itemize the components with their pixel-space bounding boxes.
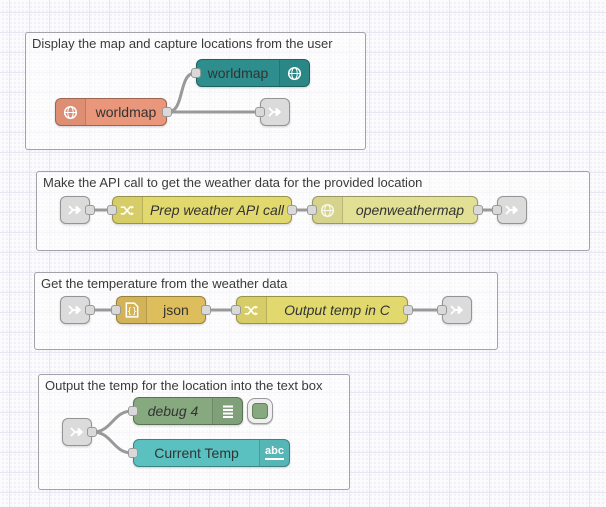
abc-text-icon: abc bbox=[259, 440, 289, 466]
output-port[interactable] bbox=[403, 305, 413, 315]
output-port[interactable] bbox=[162, 107, 172, 117]
group-title: Display the map and capture locations fr… bbox=[32, 36, 333, 51]
wire[interactable] bbox=[91, 430, 134, 455]
node-debug[interactable]: debug 4 bbox=[128, 397, 243, 425]
node-label: Output temp in C bbox=[284, 302, 390, 318]
globe-icon bbox=[313, 197, 343, 223]
node-link-in[interactable] bbox=[62, 418, 97, 446]
input-port[interactable] bbox=[128, 448, 138, 458]
input-port[interactable] bbox=[191, 68, 201, 78]
shuffle-icon bbox=[237, 297, 267, 323]
node-label: worldmap bbox=[95, 104, 157, 120]
node-label: Current Temp bbox=[154, 445, 239, 461]
output-port[interactable] bbox=[201, 305, 211, 315]
link-in-icon bbox=[63, 424, 91, 440]
node-label: json bbox=[163, 302, 189, 318]
node-label: worldmap bbox=[207, 65, 269, 81]
input-port[interactable] bbox=[492, 205, 502, 215]
output-port[interactable] bbox=[473, 205, 483, 215]
node-openweathermap[interactable]: openweathermap bbox=[307, 196, 483, 224]
node-label: debug 4 bbox=[147, 403, 199, 419]
node-link-out[interactable] bbox=[492, 196, 527, 224]
link-out-icon bbox=[498, 202, 526, 218]
group-title: Make the API call to get the weather dat… bbox=[43, 175, 423, 190]
group-title: Output the temp for the location into th… bbox=[45, 378, 323, 393]
link-out-icon bbox=[261, 104, 289, 120]
input-port[interactable] bbox=[128, 406, 138, 416]
node-label: openweathermap bbox=[355, 202, 465, 218]
link-in-icon bbox=[61, 202, 89, 218]
group-display-map[interactable]: Display the map and capture locations fr… bbox=[25, 32, 366, 150]
output-port[interactable] bbox=[85, 205, 95, 215]
node-prep-weather-api-call[interactable]: Prep weather API call bbox=[107, 196, 297, 224]
group-title: Get the temperature from the weather dat… bbox=[41, 276, 288, 291]
debug-list-icon bbox=[212, 398, 242, 424]
debug-toggle-state bbox=[252, 403, 268, 419]
output-port[interactable] bbox=[87, 427, 97, 437]
output-port[interactable] bbox=[287, 205, 297, 215]
link-out-icon bbox=[443, 302, 471, 318]
input-port[interactable] bbox=[255, 107, 265, 117]
svg-text:{}: {} bbox=[126, 307, 136, 317]
node-link-out[interactable] bbox=[437, 296, 472, 324]
node-link-in[interactable] bbox=[60, 196, 95, 224]
node-link-out[interactable] bbox=[255, 98, 290, 126]
node-label: Prep weather API call bbox=[149, 202, 285, 218]
shuffle-icon bbox=[113, 197, 143, 223]
node-json[interactable]: {} json bbox=[111, 296, 211, 324]
json-file-icon: {} bbox=[117, 297, 147, 323]
globe-icon bbox=[279, 60, 309, 86]
input-port[interactable] bbox=[437, 305, 447, 315]
debug-toggle-button[interactable] bbox=[247, 398, 273, 424]
input-port[interactable] bbox=[231, 305, 241, 315]
output-port[interactable] bbox=[85, 305, 95, 315]
node-worldmap-capture[interactable]: worldmap bbox=[55, 98, 172, 126]
globe-icon bbox=[56, 99, 86, 125]
node-link-in[interactable] bbox=[60, 296, 95, 324]
input-port[interactable] bbox=[111, 305, 121, 315]
node-current-temp[interactable]: Current Temp abc bbox=[128, 439, 290, 467]
node-output-temp-in-c[interactable]: Output temp in C bbox=[231, 296, 413, 324]
node-worldmap-display[interactable]: worldmap bbox=[191, 59, 310, 87]
link-in-icon bbox=[61, 302, 89, 318]
input-port[interactable] bbox=[107, 205, 117, 215]
input-port[interactable] bbox=[307, 205, 317, 215]
